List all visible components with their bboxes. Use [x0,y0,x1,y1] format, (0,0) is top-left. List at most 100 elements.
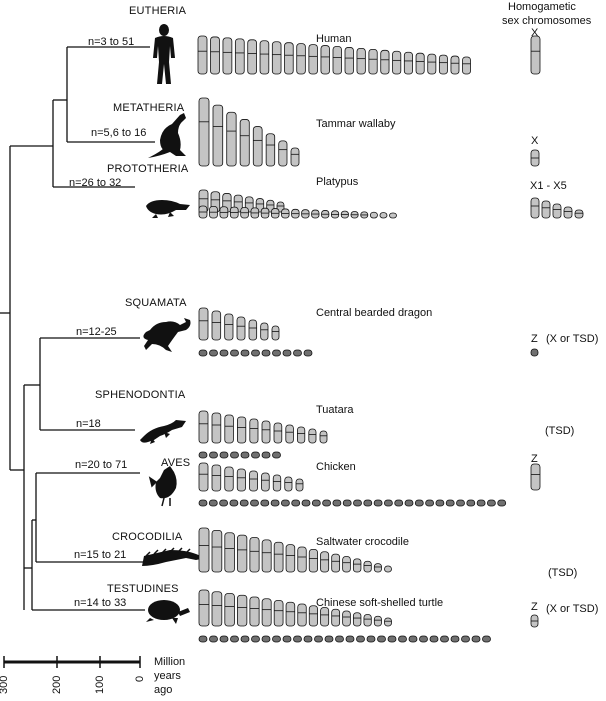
microchromosome-chicken [301,499,311,507]
sex-chromosome-chicken [530,463,541,491]
microchromosome-dragon [198,349,208,357]
scale-tick-300: 300 [0,675,10,694]
microchromosome-turtle [398,635,407,643]
chromosome-turtle [198,589,210,627]
species-label-wallaby: Tammar wallaby [316,118,396,130]
chromosome-platypus [330,210,340,219]
chromosome-platypus [270,208,280,219]
chromosome-platypus [340,210,349,219]
chromosome-dragon [271,325,280,341]
microchromosome-chicken [466,499,476,507]
sex-chromosome-platypus [563,206,573,219]
range-label-testudines: n=14 to 33 [74,597,127,609]
microchromosome-chicken [280,499,290,507]
chromosome-turtle [331,608,341,627]
header-sex-chromosomes: sex chromosomes [502,15,592,27]
chromosome-crocodile [384,565,392,573]
microchromosome-chicken [486,499,496,507]
chromosome-chicken [224,466,234,492]
group-label-aves: AVES [161,457,191,469]
microchromosome-turtle [471,635,481,643]
microchromosome-chicken [353,499,362,507]
chromosome-platypus [350,211,359,219]
chromosome-platypus [379,212,388,219]
chromosome-tuatara [211,412,222,444]
chromosome-chicken [211,464,222,492]
microchromosome-dragon [219,349,229,357]
microchromosome-tuatara [272,451,281,459]
chromosome-dragon [236,316,246,341]
sex-chrom-label-platypus: X1 - X5 [530,180,567,192]
chromosome-tuatara [285,424,294,444]
chromosome-wallaby [252,126,263,167]
microchromosome-dragon [251,349,260,357]
chromosome-turtle [211,591,223,627]
microchromosome-turtle [293,635,302,643]
range-label-squamata: n=12-25 [76,326,117,338]
species-label-tuatara: Tuatara [316,404,354,416]
chromosome-crocodile [198,527,210,573]
chromosome-human [427,53,437,75]
microchromosome-dragon [282,349,292,357]
chromosome-crocodile [297,546,307,573]
chromosome-chicken [272,474,282,492]
microchromosome-chicken [373,499,383,507]
chromosome-platypus [240,207,249,219]
microchromosome-tuatara [251,451,260,459]
chromosome-crocodile [373,563,382,573]
range-label-aves: n=20 to 71 [75,459,128,471]
group-label-metatheria: METATHERIA [113,102,185,114]
microchromosome-chicken [404,499,414,507]
microchromosome-dragon [272,349,281,357]
microchromosome-turtle [219,635,229,643]
chromosome-platypus [301,209,310,219]
chromosome-turtle [352,612,362,627]
header-homogametic: Homogametic [508,1,576,13]
chromosome-human [210,36,220,75]
microchromosome-chicken [311,499,321,507]
microchromosome-turtle [345,635,355,643]
scale-unit-years: years [154,670,181,682]
chromosome-human [356,48,366,75]
sex-chromosome-turtle [530,614,539,628]
chromosome-human [332,46,342,75]
chromosome-human [259,40,270,75]
chromosome-crocodile [363,560,372,573]
chromosome-platypus [311,209,320,219]
microchromosome-turtle [440,635,449,643]
tree-branches [0,46,155,611]
microchromosome-chicken [229,499,239,507]
microchromosome-turtle [408,635,418,643]
chromosome-wallaby [212,104,224,167]
microchromosome-turtle [240,635,250,643]
sex-chromosome-human [530,35,541,75]
chromosome-human [222,37,233,75]
microchromosome-chicken [332,499,342,507]
sex-chromosome-platypus [530,197,540,219]
range-label-eutheria: n=3 to 51 [88,36,135,48]
chromosome-crocodile [342,556,351,573]
chromosome-turtle [320,607,330,627]
chromosome-human [438,54,448,75]
chromosome-tuatara [249,418,259,444]
chromosome-turtle [285,601,296,627]
chromosome-human [380,49,390,75]
microchromosome-dragon [209,349,218,357]
microchromosome-chicken [383,499,393,507]
chromosome-tuatara [273,422,283,444]
microchromosome-tuatara [219,451,229,459]
chromosome-dragon [248,319,258,341]
chromosome-turtle [342,610,351,627]
microchromosome-turtle [429,635,439,643]
sex-chrom-label-turtle: Z [531,601,538,613]
microchromosome-tuatara [209,451,218,459]
sex-chromosome-dragon [530,348,539,357]
microchromosome-chicken [394,499,404,507]
microchromosome-tuatara [240,451,250,459]
chromosome-crocodile [352,558,362,573]
chromosome-chicken [295,478,304,492]
chromosome-turtle [237,594,248,627]
microchromosome-chicken [239,499,249,507]
chromosome-platypus [291,208,300,219]
chromosome-wallaby [239,119,250,167]
